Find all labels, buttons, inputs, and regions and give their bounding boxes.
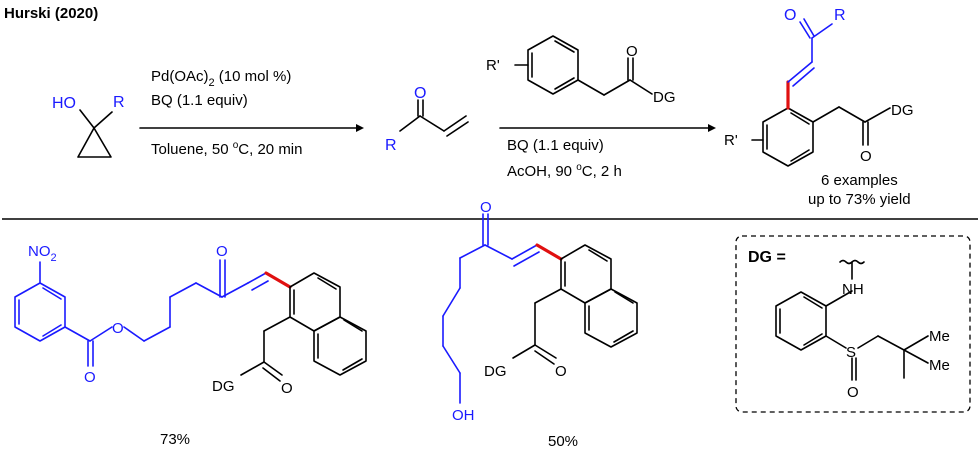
vinyl-ketone-intermediate: O R — [385, 85, 469, 154]
dg-label-1: DG — [212, 378, 235, 395]
reaction-arrow-2 — [499, 124, 716, 132]
dg-box-title: DG = — [748, 249, 786, 266]
dg-s-label: S — [846, 344, 856, 361]
reagent-r-prime-label: R' — [486, 57, 500, 74]
amide-o-label-2: O — [555, 363, 567, 380]
dg-o-label: O — [847, 384, 859, 401]
dg-definition-box — [735, 235, 971, 413]
nitro-label: NO2 — [28, 243, 57, 264]
product-dg-label: DG — [891, 102, 914, 119]
example-1-structure: NO2 O O O DG O — [14, 243, 367, 397]
example-2-structure: O OH DG O — [442, 199, 638, 424]
alkenylated-product: O R DG O R' — [724, 7, 914, 167]
reaction-arrow-1 — [139, 124, 364, 132]
dg-structure: DG = NH S O Me Me — [748, 249, 950, 401]
example-2-yield: 50% — [548, 433, 578, 450]
reagent-dg-label: DG — [653, 89, 676, 106]
dg-me-label-2: Me — [929, 357, 950, 374]
examples-count: 6 examples — [821, 172, 898, 189]
ester-ether-o: O — [112, 320, 124, 337]
product-r-prime-label: R' — [724, 132, 738, 149]
aryl-acetyl-reagent: O DG R' — [486, 35, 676, 106]
ketone-o-label-2: O — [480, 199, 492, 216]
conditions-text-2: AcOH, 90 oC, 2 h — [507, 162, 622, 180]
dg-me-label-1: Me — [929, 328, 950, 345]
cyclopropanol-reactant: HO R — [52, 94, 125, 158]
conditions-text-1: Toluene, 50 oC, 20 min — [151, 140, 303, 158]
reagent-o-label: O — [626, 43, 638, 60]
ketone-o-label-1: O — [216, 243, 228, 260]
dg-label-2: DG — [484, 363, 507, 380]
product-o-lower-label: O — [860, 148, 872, 165]
ester-carbonyl-o: O — [84, 369, 96, 386]
product-r-label: R — [834, 7, 846, 24]
hydroxyl-label-2: OH — [452, 407, 475, 424]
scheme-title: Hurski (2020) — [4, 5, 98, 22]
product-o-label: O — [784, 7, 796, 24]
amide-o-label-1: O — [281, 380, 293, 397]
r-group-label: R — [113, 94, 125, 111]
example-1-yield: 73% — [160, 431, 190, 448]
oxidant-text-2: BQ (1.1 equiv) — [507, 137, 604, 154]
yield-summary: up to 73% yield — [808, 191, 911, 208]
dg-nh-label: NH — [842, 281, 864, 298]
carbonyl-o-label: O — [414, 85, 426, 102]
r-group-label-2: R — [385, 137, 397, 154]
hydroxyl-label: HO — [52, 95, 76, 112]
oxidant-text-1: BQ (1.1 equiv) — [151, 92, 248, 109]
catalyst-text: Pd(OAc)2 (10 mol %) — [151, 68, 291, 89]
